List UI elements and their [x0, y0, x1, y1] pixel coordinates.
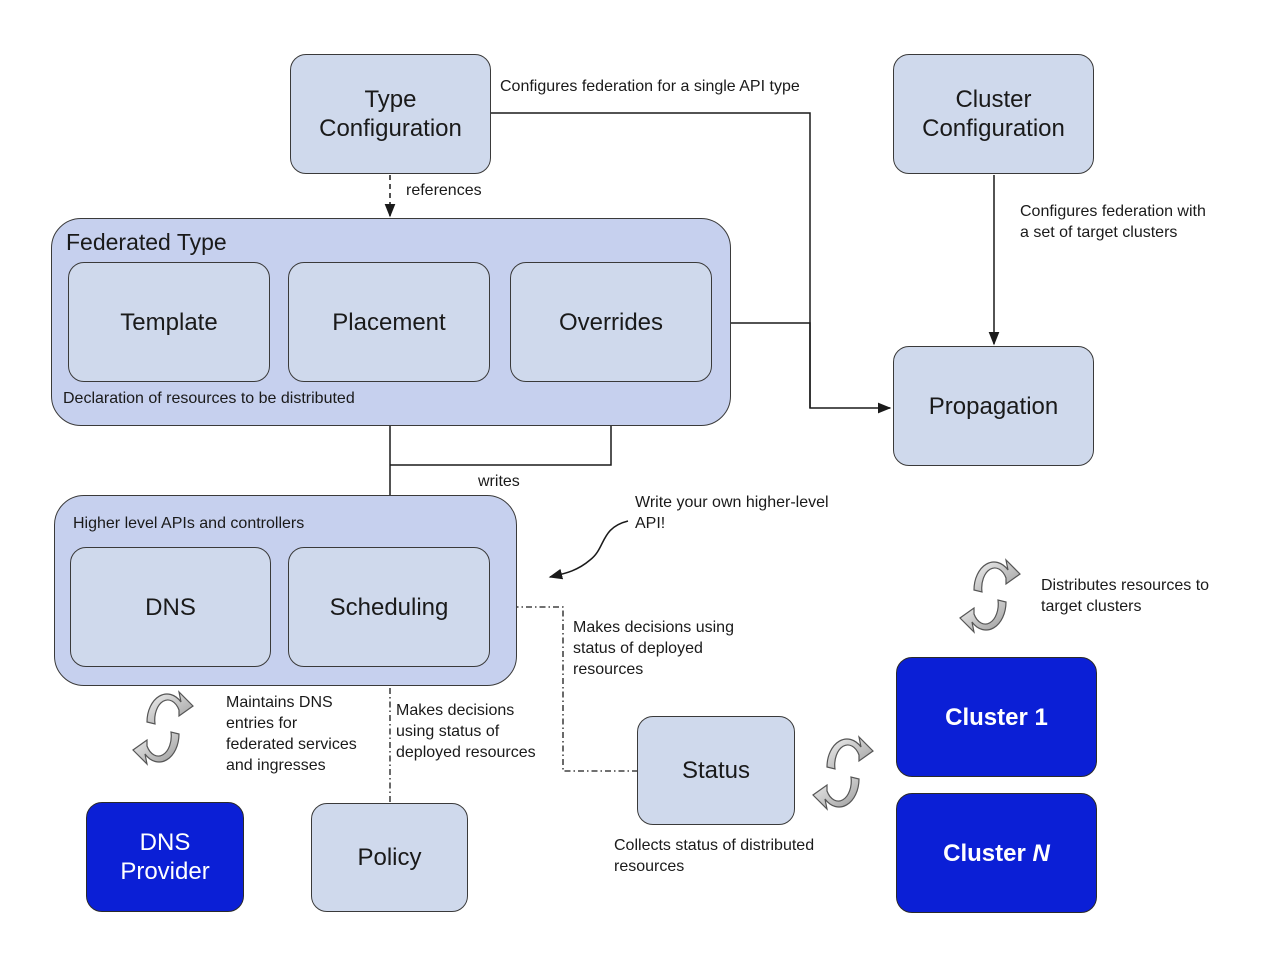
- cluster-n-node: Cluster N: [896, 793, 1097, 913]
- dns-sync-cycle-icon: [132, 690, 194, 766]
- status-node: Status: [637, 716, 795, 825]
- label-maintains-dns-entries: Maintains DNS entries for federated serv…: [226, 694, 357, 774]
- label-configures-target-clusters: Configures federation with a set of targ…: [1020, 203, 1206, 241]
- higher-level-apis-title: Higher level APIs and controllers: [73, 515, 305, 532]
- propagation-node: Propagation: [893, 346, 1094, 466]
- status-collect-cycle-icon: [812, 735, 874, 811]
- cluster-n-prefix: Cluster: [943, 839, 1033, 867]
- write-your-own-pointer-arrow: [548, 520, 629, 580]
- label-distributes-resources: Distributes resources to target clusters: [1041, 577, 1210, 615]
- policy-node: Policy: [311, 803, 468, 912]
- edge-federatedtype-propagation: [730, 322, 811, 408]
- template-node: Template: [68, 262, 270, 382]
- label-configures-single-api: Configures federation for a single API t…: [500, 78, 800, 95]
- dns-provider-node: DNS Provider: [86, 802, 244, 912]
- placement-node: Placement: [288, 262, 490, 382]
- type-configuration-node: Type Configuration: [290, 54, 491, 174]
- label-write-your-own-api: Write your own higher-level API!: [635, 494, 829, 532]
- cluster-n-variable: N: [1032, 839, 1050, 867]
- cluster-1-node: Cluster 1: [896, 657, 1097, 777]
- label-collects-status: Collects status of distributed resources: [614, 837, 815, 875]
- federated-type-title: Federated Type: [66, 229, 227, 255]
- label-writes: writes: [478, 473, 520, 490]
- label-decisions-policy: Makes decisions using status of deployed…: [396, 702, 536, 761]
- federated-type-caption: Declaration of resources to be distribut…: [63, 390, 355, 407]
- distribute-cycle-icon: [959, 558, 1021, 634]
- label-references: references: [406, 182, 482, 199]
- cluster-configuration-node: Cluster Configuration: [893, 54, 1094, 174]
- dns-node: DNS: [70, 547, 271, 667]
- edge-status-scheduling: [490, 602, 638, 772]
- overrides-node: Overrides: [510, 262, 712, 382]
- edge-typeconfig-propagation: [490, 112, 892, 414]
- scheduling-node: Scheduling: [288, 547, 490, 667]
- label-decisions-deployed-resources: Makes decisions using status of deployed…: [573, 619, 734, 678]
